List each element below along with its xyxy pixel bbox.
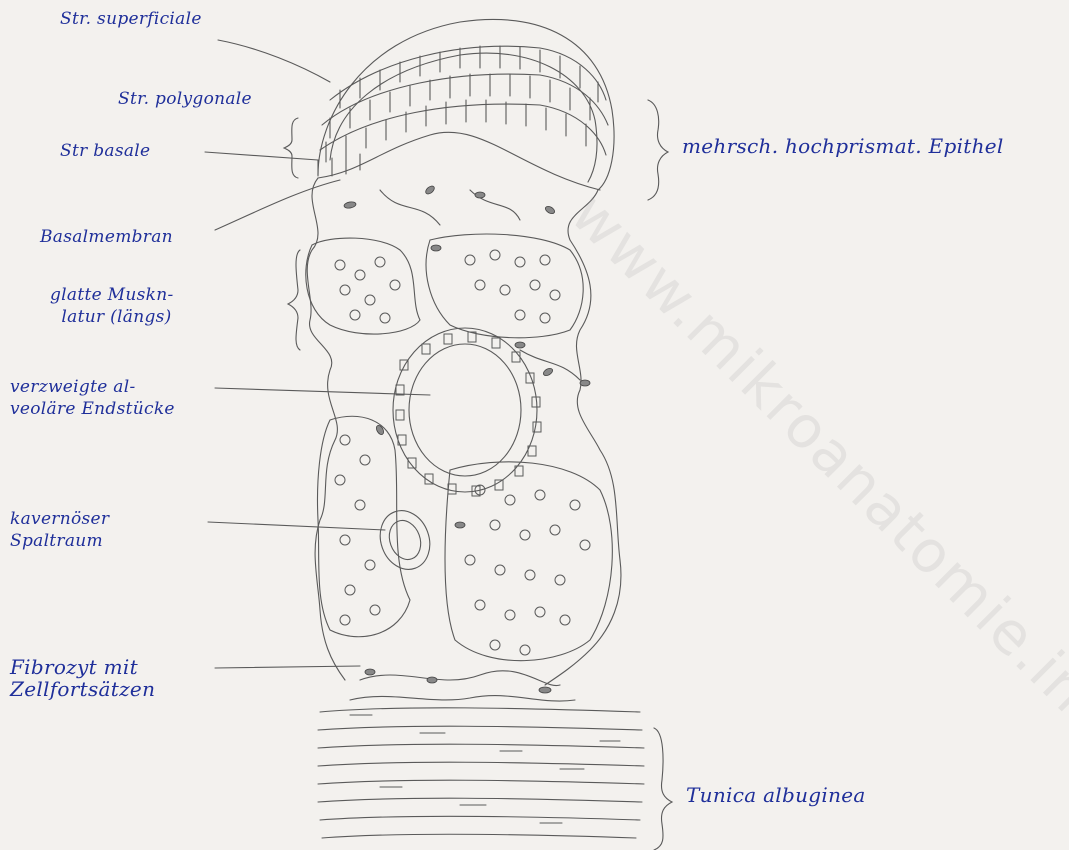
leader-basalmembran xyxy=(215,180,340,230)
cavernous-space-inner xyxy=(384,516,426,564)
brace-tunica xyxy=(654,728,672,850)
leader-endstuecke xyxy=(215,388,430,395)
label-glatte-muskulatur: glatte Muskn- latur (längs) xyxy=(50,284,174,328)
leader-superficiale xyxy=(218,40,330,82)
label-epithel: mehrsch. hochprismat. Epithel xyxy=(682,135,1004,157)
cavernous-space-outer xyxy=(372,504,438,577)
label-endstuecke: verzweigte al- veoläre Endstücke xyxy=(10,376,175,420)
label-tunica-albuginea: Tunica albuginea xyxy=(686,784,866,806)
leader-kavernoes xyxy=(208,522,385,530)
fibrocyte-cells xyxy=(344,184,590,693)
brace-epithel xyxy=(648,100,668,200)
label-basalmembran: Basalmembran xyxy=(40,226,173,248)
brace-polygonale xyxy=(284,118,298,178)
leader-fibrozyt xyxy=(215,666,360,668)
label-fibrozyt: Fibrozyt mit Zellfortsätzen xyxy=(10,656,155,700)
label-str-basale: Str basale xyxy=(60,140,150,162)
label-kavernoeser-spaltraum: kavernöser Spaltraum xyxy=(10,508,109,552)
label-str-polygonale: Str. polygonale xyxy=(118,88,252,110)
smooth-muscle-bundle-right xyxy=(426,234,583,338)
tunica-albuginea-fibres xyxy=(318,708,644,838)
epithelial-cells xyxy=(318,46,598,176)
muscle-cell-nuclei xyxy=(335,250,590,655)
smooth-muscle-bundle-left xyxy=(306,238,420,334)
brace-muscle xyxy=(288,250,300,350)
alveolar-end-piece-inner xyxy=(409,344,521,476)
label-str-superficiale: Str. superficiale xyxy=(60,8,202,30)
leader-basale xyxy=(205,152,318,160)
